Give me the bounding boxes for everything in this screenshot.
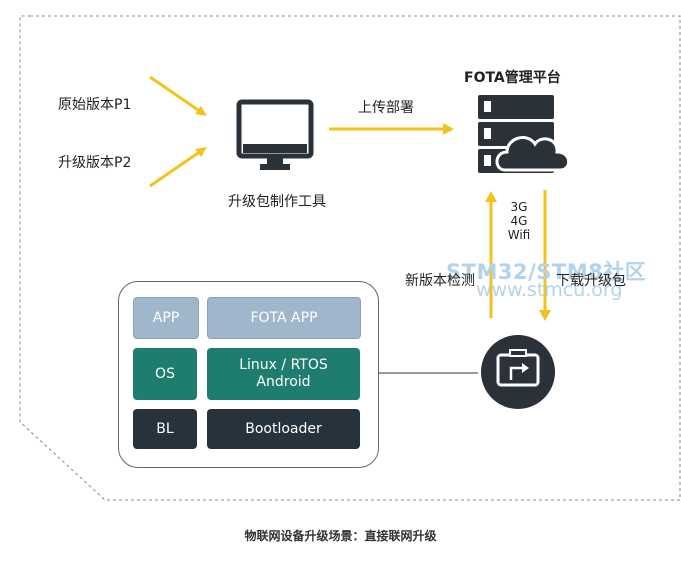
arrow-original-to-tool bbox=[149, 75, 207, 116]
os-line2: Android bbox=[256, 374, 311, 390]
network-types: 3G 4G Wifi bbox=[503, 200, 535, 242]
platform-title: FOTA管理平台 bbox=[464, 70, 561, 86]
label-download-package: 下载升级包 bbox=[556, 273, 626, 289]
block-fota-app: FOTA APP bbox=[207, 297, 361, 339]
watermark-line2: www.stmcu.org bbox=[476, 279, 623, 301]
label-check-new-version: 新版本检测 bbox=[405, 273, 475, 289]
os-line1: Linux / RTOS bbox=[239, 357, 328, 373]
block-app: APP bbox=[133, 297, 199, 339]
block-os: OS bbox=[133, 348, 197, 400]
arrow-upgrade-to-tool bbox=[149, 147, 207, 188]
label-tool: 升级包制作工具 bbox=[228, 194, 326, 210]
arrow-tool-to-platform bbox=[329, 123, 454, 135]
label-original-version: 原始版本P1 bbox=[58, 97, 132, 113]
arrow-platform-to-device bbox=[539, 190, 551, 321]
label-upgrade-version: 升级版本P2 bbox=[58, 155, 132, 171]
network-3g: 3G bbox=[510, 200, 528, 214]
dashed-boundary bbox=[19, 15, 681, 501]
monitor-icon bbox=[236, 99, 314, 170]
label-deploy: 上传部署 bbox=[358, 100, 414, 116]
server-cloud-icon bbox=[478, 95, 571, 173]
block-bl: BL bbox=[133, 409, 197, 449]
network-4g: 4G bbox=[510, 214, 528, 228]
network-wifi: Wifi bbox=[507, 228, 531, 242]
block-os-full: Linux / RTOS Android bbox=[207, 348, 360, 400]
block-bootloader: Bootloader bbox=[207, 409, 360, 449]
arrow-device-to-platform bbox=[485, 191, 497, 318]
watermark-line1: STM32/STM8社区 bbox=[446, 260, 647, 284]
figure-caption: 物联网设备升级场景：直接联网升级 bbox=[244, 529, 437, 543]
device-update-icon bbox=[481, 335, 555, 409]
